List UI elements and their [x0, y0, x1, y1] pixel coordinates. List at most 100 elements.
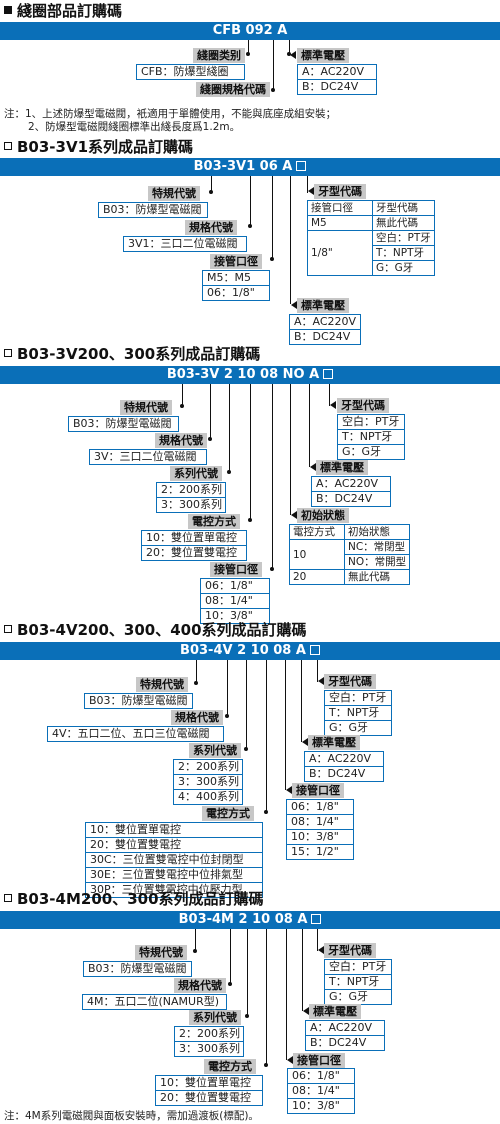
initial-state-option: NO：常開型	[345, 554, 410, 569]
arrow-left-icon	[308, 187, 314, 195]
table-row: 20 無此代碼	[289, 569, 411, 585]
thread-option: 空白：PT牙	[329, 691, 387, 704]
series-option: 4：400系列	[174, 789, 242, 804]
table-row: 1/8" 空白：PT牙 T：NPT牙 G：G牙	[307, 230, 435, 276]
section2-title-text: B03-3V1系列成品訂購碼	[17, 138, 194, 156]
port-option: 08：1/4"	[287, 814, 353, 829]
section4-code-bar: B03-4V 2 10 08 A	[0, 642, 500, 660]
square-outline-bullet-icon	[4, 624, 12, 633]
coil-type-value: CFB：防爆型綫圈	[141, 65, 229, 78]
series-option: 3：300系列	[175, 1041, 243, 1056]
section4-code: B03-4V 2 10 08 A	[180, 643, 306, 658]
section3-code: B03-3V 2 10 08 NO A	[166, 367, 320, 382]
thread-box: 空白：PT牙 T：NPT牙 G：G牙	[324, 959, 392, 1005]
section1-code: CFB 092 A	[212, 23, 288, 38]
voltage-box: A：AC220V B：DC24V	[304, 751, 384, 782]
section3-title-text: B03-3V200、300系列成品訂購碼	[17, 345, 261, 363]
control-mode-label: 電控方式	[204, 1059, 256, 1074]
special-code-box: B03：防爆型電磁閥	[68, 416, 179, 432]
table-row: M5 無此代碼	[307, 215, 435, 231]
voltage-box: A：AC220V B：DC24V	[305, 1020, 385, 1051]
connector-dot	[193, 949, 197, 953]
port-option: 10：3/8"	[288, 1098, 354, 1113]
series-code-label: 系列代號	[189, 743, 241, 758]
thread-option: 空白：PT牙	[342, 415, 400, 428]
connector-line	[211, 176, 212, 193]
section2-code: B03-3V1 06 A	[193, 159, 293, 174]
spec-code-box: 4V：五口二位、五口三位電磁閥	[47, 726, 224, 742]
voltage-label: 標準電壓	[309, 1004, 361, 1019]
series-code-label: 系列代號	[170, 466, 222, 481]
voltage-option: B：DC24V	[290, 329, 360, 344]
port-option: 06：1/8"	[291, 800, 339, 813]
voltage-label: 標準電壓	[297, 298, 349, 313]
spec-code-box: 4M：五口二位(NAMUR型)	[82, 994, 227, 1010]
port-option: 10：3/8"	[201, 608, 269, 623]
connector-line	[286, 929, 287, 1060]
table-row: 接管口徑 牙型代碼	[307, 200, 435, 216]
connector-dot	[248, 224, 252, 228]
checkbox-placeholder-icon	[323, 368, 334, 379]
spec-code-box: 3V：三口二位電磁閥	[89, 449, 207, 465]
table-header-cell: 初始狀態	[343, 524, 411, 540]
table-header-cell: 接管口徑	[307, 200, 373, 216]
arrow-left-icon	[302, 738, 308, 746]
arrow-left-icon	[318, 946, 324, 954]
connector-line	[227, 660, 228, 717]
connector-line	[329, 384, 330, 406]
arrow-left-icon	[286, 786, 292, 794]
connector-line	[307, 176, 308, 193]
thread-box: 空白：PT牙 T：NPT牙 G：G牙	[324, 690, 392, 736]
section2-title: B03-3V1系列成品訂購碼	[4, 138, 193, 156]
connector-line	[229, 384, 230, 473]
spec-code-box: 3V1：三口二位電磁閥	[123, 236, 247, 252]
port-option: 06：1/8"	[203, 285, 269, 300]
section2-code-bar: B03-3V1 06 A	[0, 158, 500, 176]
port-label: 接管口徑	[292, 783, 344, 798]
thread-label: 牙型代碼	[314, 184, 366, 199]
special-code-box: B03：防爆型電磁閥	[98, 202, 208, 218]
initial-state-table: 電控方式 初始狀態 10 NC：常閉型 NO：常開型 20 無此代碼	[289, 524, 411, 585]
connector-dot	[246, 52, 250, 56]
connector-line	[302, 929, 303, 1011]
series-box: 2：200系列 3：300系列 4：400系列	[173, 759, 243, 805]
section5-note: 注：4M系列電磁閥與面板安裝時，需加過渡板(標配)。	[4, 1110, 259, 1122]
port-box: M5：M5 06：1/8"	[202, 270, 270, 301]
arrow-left-icon	[310, 463, 316, 471]
port-option: M5：M5	[207, 271, 251, 284]
control-mode-box: 10：雙位置單電控 20：雙位置雙電控	[141, 530, 247, 561]
connector-line	[210, 384, 211, 440]
connector-dot	[248, 518, 252, 522]
square-bullet-icon	[4, 5, 12, 14]
thread-option: G：G牙	[325, 720, 391, 735]
section4-title-text: B03-4V200、300、400系列成品訂購碼	[17, 621, 307, 639]
control-mode-box: 10：雙位置單電控 20：雙位置雙電控 30C：三位置雙電控中位封閉型 30E：…	[85, 822, 263, 898]
special-code-value: B03：防爆型電磁閥	[103, 203, 202, 216]
series-box: 2：200系列 3：300系列	[174, 1026, 244, 1057]
voltage-label: 標準電壓	[297, 48, 349, 63]
spec-code-label: 規格代號	[185, 220, 237, 235]
checkbox-placeholder-icon	[309, 644, 320, 655]
series-code-label: 系列代號	[189, 1010, 241, 1025]
connector-line	[272, 384, 273, 570]
connector-dot	[245, 1014, 249, 1018]
connector-line	[246, 660, 247, 750]
coil-type-label: 綫圈类别	[193, 48, 245, 63]
section1-note1: 注：1、上述防爆型電磁閥，衹適用于單體使用，不能與底座成組安裝；	[4, 108, 337, 120]
port-option: 08：1/4"	[201, 593, 269, 608]
connector-dot	[270, 567, 274, 571]
connector-line	[250, 384, 251, 521]
series-option: 2：200系列	[178, 760, 239, 773]
series-box: 2：200系列 3：300系列	[156, 482, 226, 513]
connector-dot	[209, 190, 213, 194]
section4-title: B03-4V200、300、400系列成品訂購碼	[4, 621, 307, 639]
table-cell: 1/8"	[307, 230, 373, 276]
square-outline-bullet-icon	[4, 141, 12, 150]
control-mode-label: 電控方式	[188, 514, 240, 529]
thread-option: 空白：PT牙	[329, 960, 387, 973]
section5-title: B03-4M200、300系列成品訂購碼	[4, 890, 264, 908]
connector-line	[273, 40, 274, 90]
table-cell: M5	[307, 215, 373, 231]
control-option: 30P：三位置雙電控中位壓力型	[86, 882, 262, 897]
connector-line	[317, 929, 318, 951]
